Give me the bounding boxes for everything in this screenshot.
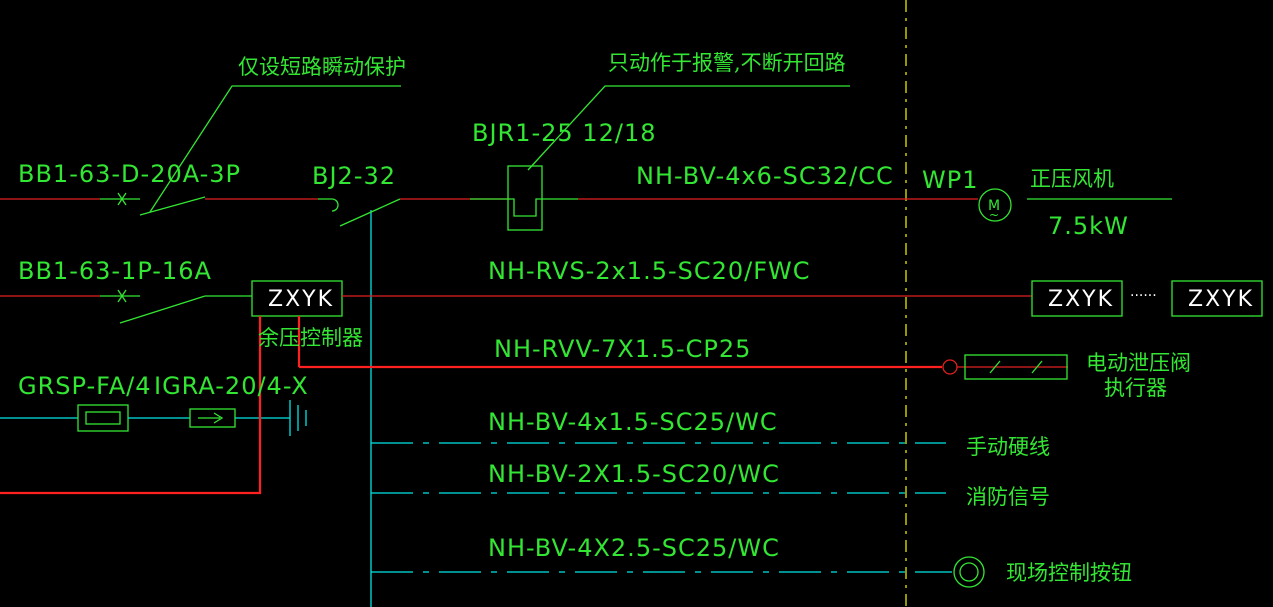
fan-name: 正压风机 [1030,167,1114,191]
rvv-cable-label: NH-RVV-7X1.5-CP25 [494,335,751,363]
thermal-relay-symbol [507,165,543,231]
remote-controller-box-1 [1031,280,1123,317]
remote-box-1-label: ZXYK [1048,287,1114,312]
actuator-label-line2: 执行器 [1104,376,1167,400]
note-leader-short-circuit [149,85,401,213]
note-short-circuit: 仅设短路瞬动保护 [238,55,406,79]
fire-signal-endpoint: 消防信号 [966,485,1050,509]
manual-hardwire-endpoint: 手动硬线 [966,435,1050,459]
remote-controller-box-2 [1171,280,1263,317]
main-feeder [0,165,1172,231]
local-button-endpoint: 现场控制按钮 [1006,561,1132,585]
thermal-relay-label: BJR1-25 12/18 [472,119,656,147]
controller-box [251,280,343,317]
pressure-valve-actuator-symbol [964,354,1068,380]
contactor-label: BJ2-32 [312,162,396,190]
rvv-circuit [297,316,1068,380]
fan-circuit-label: WP1 [922,166,978,194]
motor-symbol-tilde: ~ [989,208,1000,222]
controller-caption: 余压控制器 [258,326,363,350]
note-leader-alarm [527,85,850,171]
fan-feeder-cable-label: NH-BV-4x6-SC32/CC [636,162,894,190]
aux-circuit [0,280,1263,324]
fan-motor-symbol [978,188,1012,222]
local-button-symbol [953,556,985,588]
remote-box-ellipsis: ······ [1130,288,1157,304]
surge-protection-circuit [0,316,307,495]
note-alarm-only: 只动作于报警,不断开回路 [608,51,846,75]
rvs-cable-label: NH-RVS-2x1.5-SC20/FWC [488,257,811,285]
manual-hardwire-cable-label: NH-BV-4x1.5-SC25/WC [488,408,778,436]
fire-signal-cable-label: NH-BV-2X1.5-SC20/WC [488,460,780,488]
remote-box-2-label: ZXYK [1188,287,1254,312]
aux-breaker-label: BB1-63-1P-16A [18,257,212,285]
actuator-label-line1: 电动泄压阀 [1086,351,1191,375]
motor-symbol-letter: M [988,198,1001,214]
surge-label: IGRA-20/4-X [154,372,309,400]
fuse-label: GRSP-FA/4 [18,372,152,400]
controller-box-label: ZXYK [268,287,334,312]
main-breaker-label: BB1-63-D-20A-3P [18,160,241,188]
fan-power: 7.5kW [1048,212,1129,240]
local-button-cable-label: NH-BV-4X2.5-SC25/WC [488,534,780,562]
